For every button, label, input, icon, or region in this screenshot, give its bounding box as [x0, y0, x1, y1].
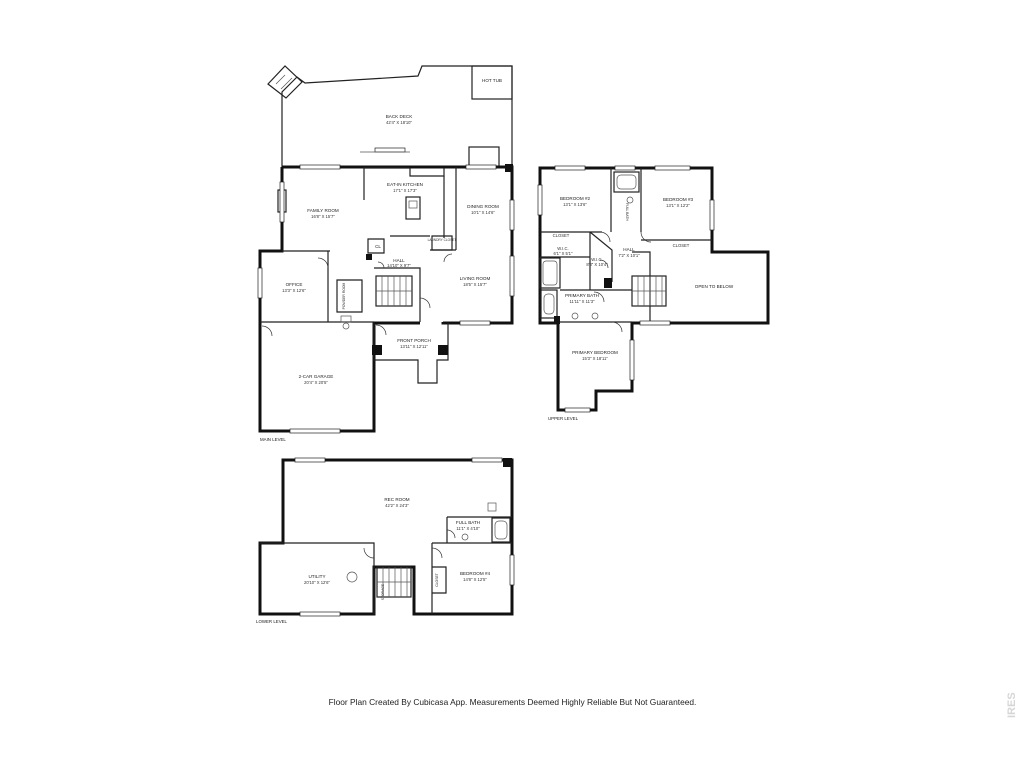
lower-level — [258, 457, 515, 617]
label-bedroom-3: BEDROOM #3 — [663, 197, 694, 202]
label-living-room: LIVING ROOM — [460, 276, 491, 281]
dims-dining-room: 10'1" X 14'6" — [471, 210, 495, 215]
level-labels: MAIN LEVEL UPPER LEVEL LOWER LEVEL — [256, 416, 579, 624]
dims-main-hall: 14'10" X 9'7" — [387, 263, 411, 268]
dims-family-room: 16'8" X 15'7" — [311, 214, 335, 219]
dims-living-room: 18'5" X 15'7" — [463, 282, 487, 287]
dims-bedroom-3: 13'1" X 12'2" — [666, 203, 690, 208]
dims-bedroom-4: 14'8" X 12'5" — [463, 577, 487, 582]
lower-level-label: LOWER LEVEL — [256, 619, 288, 624]
lower-stairs — [376, 566, 412, 598]
upper-stairs — [631, 275, 667, 307]
label-utility: UTILITY — [308, 574, 325, 579]
upper-level — [537, 165, 770, 413]
dims-garage: 20'4" X 20'5" — [304, 380, 328, 385]
label-hot-tub: HOT TUB — [482, 78, 502, 83]
dims-eat-in-kitchen: 17'1" X 17'3" — [393, 188, 417, 193]
dims-full-bath-lower: 11'1" X 4'10" — [456, 526, 480, 531]
floor-plan-credit: Floor Plan Created By Cubicasa App. Meas… — [328, 697, 697, 707]
room-labels: BACK DECK 42'4" X 18'10" HOT TUB EAT-IN … — [282, 78, 734, 600]
label-primary-bedroom: PRIMARY BEDROOM — [572, 350, 618, 355]
label-bedroom-4: BEDROOM #4 — [460, 571, 491, 576]
label-front-porch: FRONT PORCH — [397, 338, 431, 343]
label-eat-in-kitchen: EAT-IN KITCHEN — [387, 182, 423, 187]
dims-back-deck: 42'4" X 18'10" — [386, 120, 413, 125]
label-closet-b3: CLOSET — [673, 243, 690, 248]
dims-bedroom-2: 13'1" X 13'6" — [563, 202, 587, 207]
dims-utility: 20'10" X 12'6" — [304, 580, 331, 585]
label-office: OFFICE — [286, 282, 303, 287]
dims-primary-bath: 11'11" X 11'3" — [569, 299, 595, 304]
main-stairs — [375, 275, 413, 307]
lower-exterior-wall — [258, 458, 514, 616]
label-laundry-closet: LAUNDRY CLOSET — [428, 238, 457, 242]
deck-step — [468, 146, 500, 168]
label-cl: CL — [375, 244, 381, 249]
label-garage: 2-CAR GARAGE — [299, 374, 334, 379]
label-back-deck: BACK DECK — [386, 114, 413, 119]
dims-wic-small: 6'1" X 5'1" — [553, 251, 573, 256]
label-primary-bath: PRIMARY BATH — [565, 293, 599, 298]
ires-watermark-icon: IRES — [1006, 692, 1018, 718]
label-powder-room: POWDER ROOM — [342, 282, 346, 309]
label-open-to-below: OPEN TO BELOW — [695, 284, 734, 289]
hot-tub — [471, 65, 513, 100]
label-wic-primary: W.I.C. — [591, 257, 602, 262]
front-porch-outline — [373, 323, 449, 384]
deck-bench — [267, 65, 303, 99]
dims-upper-hall: 7'2" X 10'1" — [618, 253, 640, 258]
upper-level-label: UPPER LEVEL — [548, 416, 579, 421]
dims-rec-room: 42'2" X 24'3" — [385, 503, 409, 508]
label-rec-room: REC ROOM — [384, 497, 409, 502]
label-full-bath-upper: FULL BATH — [625, 203, 629, 221]
kitchen-island — [405, 196, 421, 220]
label-main-hall: HALL — [393, 258, 405, 263]
dims-wic-primary: 8'3" X 10'4" — [586, 262, 608, 267]
label-wic-small: W.I.C. — [557, 246, 568, 251]
label-family-room: FAMILY ROOM — [307, 208, 339, 213]
watermark-text: IRES — [1006, 692, 1018, 718]
label-bedroom-2: BEDROOM #2 — [560, 196, 591, 201]
dims-front-porch: 13'11" X 12'11" — [400, 344, 428, 349]
label-full-bath-lower: FULL BATH — [456, 520, 480, 525]
dims-primary-bedroom: 15'3" X 18'11" — [582, 356, 608, 361]
label-upper-hall: HALL — [623, 247, 635, 252]
label-storage: STORAGE — [381, 583, 385, 600]
label-dining-room: DINING ROOM — [467, 204, 499, 209]
main-level — [257, 65, 515, 434]
label-closet-lower: CLOSET — [435, 573, 439, 587]
dims-office: 13'3" X 12'6" — [282, 288, 306, 293]
main-level-label: MAIN LEVEL — [260, 437, 286, 442]
label-closet-b2: CLOSET — [553, 233, 570, 238]
